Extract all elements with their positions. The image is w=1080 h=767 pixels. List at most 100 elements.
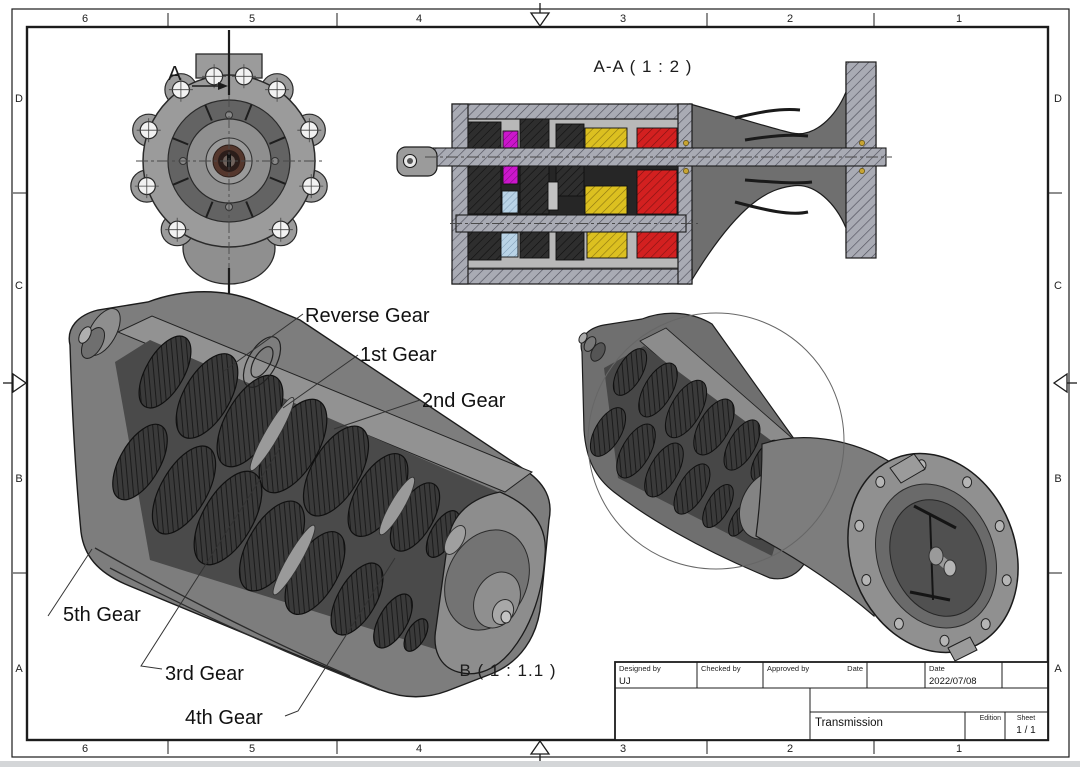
gear-label-4th: 4th Gear <box>185 707 263 729</box>
radial-ribs <box>172 104 286 218</box>
zone-letters-left: D C B A <box>15 93 23 675</box>
gear-callouts: Reverse Gear 1st Gear 2nd Gear 5th Gear … <box>47 305 506 729</box>
date-left-label: Date <box>847 664 863 673</box>
iso-overview <box>578 312 1019 662</box>
zone-numbers-bottom: 6 5 4 3 2 1 <box>82 743 962 755</box>
case-right-wall <box>677 103 693 285</box>
leader-reverse-gear <box>223 313 304 372</box>
mini-input-tip <box>578 332 606 362</box>
gear-red <box>636 169 678 215</box>
date-value: 2022/07/08 <box>929 676 977 687</box>
viewer-bottom-strip <box>0 761 1080 767</box>
sump-edge-lines <box>94 547 381 691</box>
zone-letter: A <box>1054 663 1062 675</box>
front-view: A A <box>130 30 328 317</box>
leader-1st-gear <box>282 354 359 409</box>
zone-numbers-top: 6 5 4 3 2 1 <box>82 13 962 25</box>
gear-label-1st: 1st Gear <box>360 344 437 366</box>
shaft-tip-bearing <box>443 525 467 555</box>
gear-label-2nd: 2nd Gear <box>422 390 506 412</box>
flange-bolt-holes <box>854 459 1012 647</box>
date-right-label: Date <box>929 664 945 673</box>
zone-number: 5 <box>249 13 255 25</box>
gear-dark <box>466 231 502 261</box>
gear-dark <box>555 123 585 150</box>
zone-letter: B <box>15 473 22 485</box>
zone-letters-right: D C B A <box>1054 93 1062 675</box>
approved-by-label: Approved by <box>767 664 809 673</box>
detail-view-b: Reverse Gear 1st Gear 2nd Gear 5th Gear … <box>47 291 556 729</box>
inner-border <box>25 25 1050 742</box>
front-lug <box>396 146 438 177</box>
leader-3rd-gear <box>140 447 281 670</box>
synchro-pin <box>547 181 559 211</box>
bearing-dots <box>683 140 865 174</box>
gear-red <box>636 127 678 150</box>
gear-red <box>636 231 678 259</box>
drawing-frame: 6 5 4 3 2 1 6 5 4 3 2 1 D C B A D C B A <box>3 3 1077 764</box>
gear-magenta <box>502 130 519 150</box>
gear-yellow <box>584 185 628 215</box>
edition-label: Edition <box>980 715 1002 722</box>
sheet-label: Sheet <box>1017 715 1035 722</box>
section-view-title: A-A ( 1 : 2 ) <box>594 57 693 76</box>
part-title: Transmission <box>815 717 883 729</box>
mini-counter-gears <box>589 407 752 537</box>
gear-dark <box>519 116 550 150</box>
flange-top-tab <box>889 453 926 484</box>
gear-stack <box>466 116 678 261</box>
gear-dark <box>519 231 550 259</box>
bell-housing <box>689 61 877 286</box>
flange-bottom-tab <box>947 636 978 662</box>
checked-by-label: Checked by <box>701 664 741 673</box>
zone-letter: D <box>15 93 23 105</box>
shaft-stub-base <box>928 546 944 566</box>
zone-ticks <box>13 13 1062 754</box>
gear-label-3rd: 3rd Gear <box>165 663 244 685</box>
zone-number: 3 <box>620 13 626 25</box>
bolt-holes <box>134 64 324 242</box>
iso-bell-flange <box>847 452 1019 662</box>
counter-shaft-gears <box>112 423 429 652</box>
gear-magenta <box>502 165 519 185</box>
zone-number: 4 <box>416 13 422 25</box>
shaft-stub-tip <box>943 559 957 577</box>
zone-letter: B <box>1054 473 1061 485</box>
zone-number: 1 <box>956 743 962 755</box>
leader-4th-gear <box>284 557 396 717</box>
zone-number: 6 <box>82 13 88 25</box>
gear-dark <box>466 121 502 150</box>
input-end-bosses <box>78 308 121 359</box>
sheet-value: 1 / 1 <box>1016 725 1036 736</box>
gear-dark <box>466 165 502 215</box>
section-view-aa: A-A ( 1 : 2 ) <box>396 57 892 286</box>
gear-dark <box>519 165 550 215</box>
gear-label-reverse: Reverse Gear <box>305 305 430 327</box>
zone-number: 6 <box>82 743 88 755</box>
section-letter: A <box>168 63 182 85</box>
detail-view-title: B ( 1 : 1.1 ) <box>459 661 556 680</box>
zone-number: 2 <box>787 743 793 755</box>
bell-vanes <box>734 108 813 215</box>
case-top-wall <box>451 103 693 120</box>
designed-by-value: UJ <box>619 676 631 687</box>
zone-number: 2 <box>787 13 793 25</box>
gear-dark <box>555 231 585 261</box>
case-bottom-wall <box>451 268 693 285</box>
gear-blue <box>500 232 519 258</box>
section-arrow-icon <box>218 82 228 90</box>
title-block-border <box>614 661 1049 741</box>
synchro-collar <box>272 524 316 596</box>
detail-b-circle <box>587 312 845 570</box>
gear-yellow <box>584 127 628 150</box>
zone-number: 1 <box>956 13 962 25</box>
gear-dark <box>555 165 585 197</box>
zone-number: 3 <box>620 743 626 755</box>
zone-letter: D <box>1054 93 1062 105</box>
synchro-collar <box>378 476 416 536</box>
zone-number: 4 <box>416 743 422 755</box>
main-shaft-gears <box>138 335 461 558</box>
zone-number: 5 <box>249 743 255 755</box>
